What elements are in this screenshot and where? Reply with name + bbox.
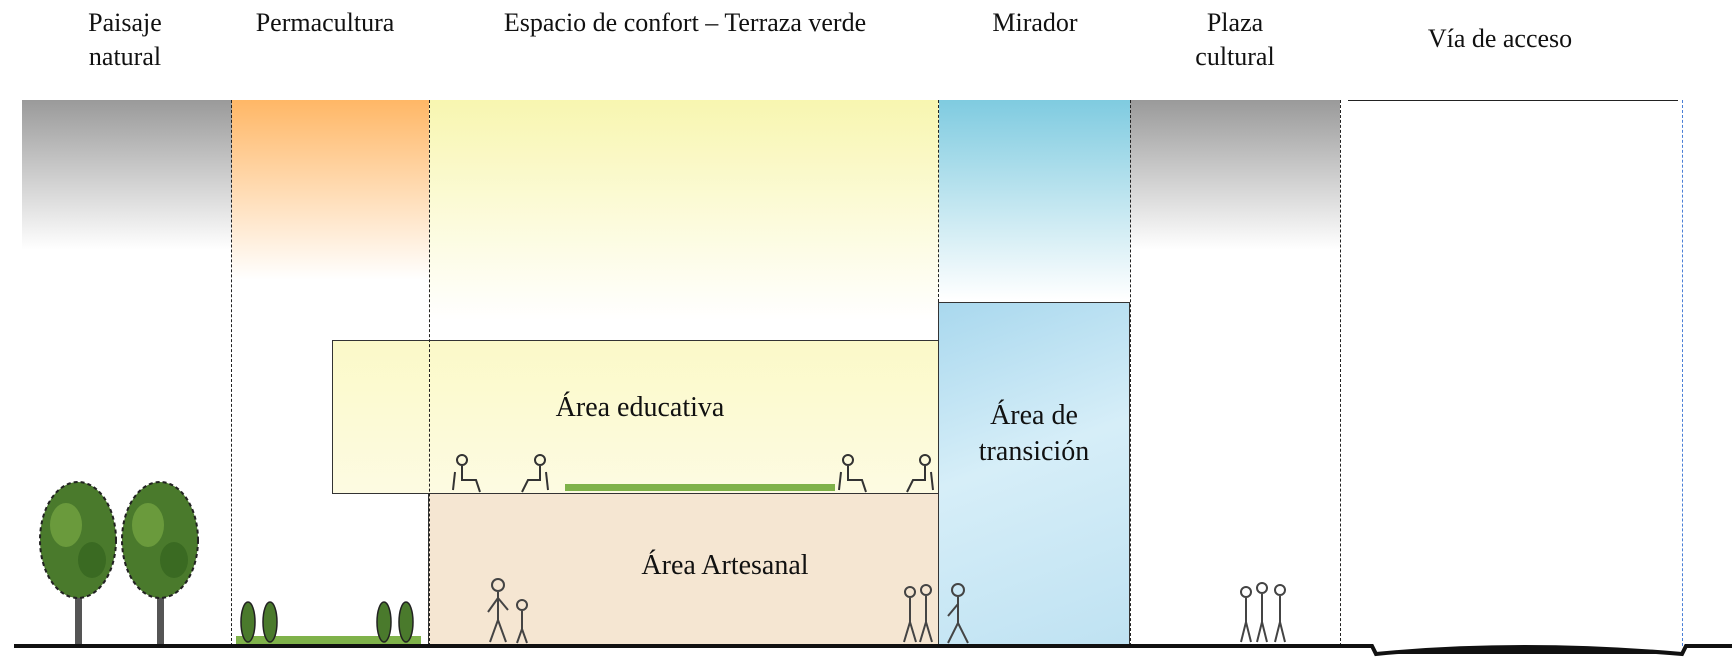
- person-group-icon: [1240, 582, 1286, 643]
- divider-5: [1340, 100, 1341, 646]
- divider-4: [1130, 100, 1131, 646]
- divider-1: [231, 100, 232, 646]
- area-transicion-box: [938, 302, 1130, 646]
- zone-label-permacultura: Permacultura: [255, 8, 395, 37]
- seated-person-icon: [521, 454, 549, 493]
- seated-person-icon: [906, 454, 934, 493]
- seated-person-icon: [452, 454, 481, 493]
- via-top-line: [1348, 100, 1678, 101]
- band-mirador-blue: [939, 100, 1130, 300]
- zone-label-plaza-cultural: Plaza cultural: [1195, 8, 1275, 71]
- seated-person-icon: [838, 454, 867, 493]
- tree-icon: [121, 481, 199, 645]
- zone-label-mirador: Mirador: [992, 8, 1078, 37]
- grass-strip-permacultura: [236, 636, 421, 644]
- band-paisaje-grey: [22, 100, 232, 250]
- area-educativa-label: Área educativa: [555, 392, 725, 423]
- zone-label-paisaje-natural: Paisaje natural: [88, 8, 162, 71]
- grass-strip-roof: [565, 484, 835, 491]
- shrub-icon: [240, 601, 414, 643]
- band-confort-yellow: [429, 100, 939, 320]
- zone-label-via-acceso: Vía de acceso: [1427, 24, 1573, 53]
- divider-6-blue: [1682, 100, 1683, 646]
- divider-3: [938, 100, 939, 302]
- area-educativa-box: [332, 340, 939, 494]
- band-permacultura-orange: [232, 100, 429, 280]
- person-icon: [487, 578, 528, 644]
- divider-2: [429, 100, 430, 646]
- area-transicion-label: Área de transición: [978, 400, 1090, 467]
- band-plaza-grey: [1130, 100, 1340, 250]
- zone-label-espacio-confort: Espacio de confort – Terraza verde: [503, 8, 867, 37]
- road-surface: [1376, 647, 1682, 654]
- person-group-icon: [903, 583, 969, 644]
- area-artesanal-box: [428, 493, 1034, 646]
- tree-icon: [39, 481, 117, 645]
- area-artesanal-label: Área Artesanal: [641, 550, 809, 581]
